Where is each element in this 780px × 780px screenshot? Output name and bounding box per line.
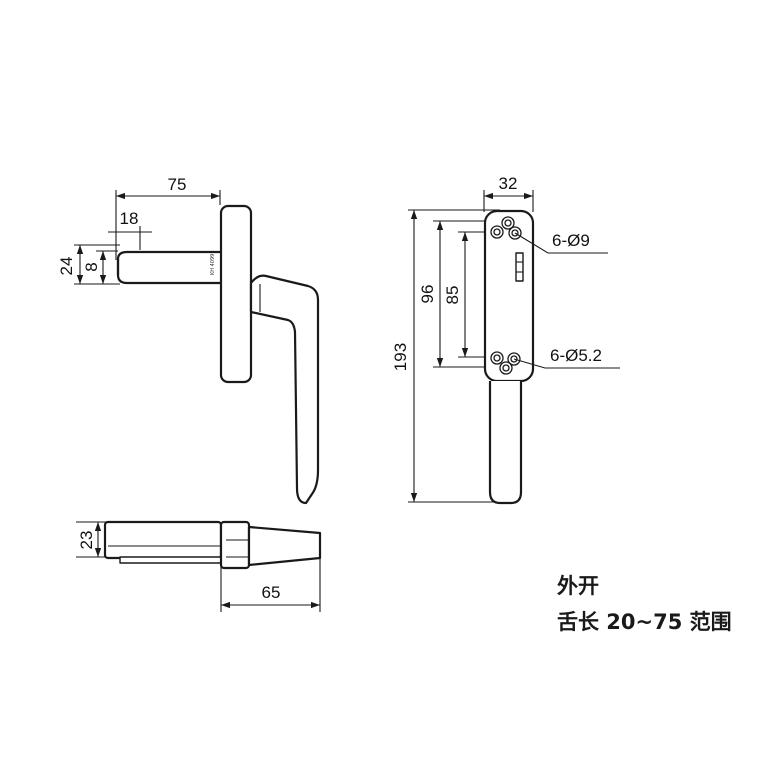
tongue-top (103, 520, 223, 560)
label-193: 193 (391, 343, 410, 371)
label-65: 65 (262, 583, 281, 602)
handle-top (247, 525, 322, 567)
base-plate (219, 204, 253, 384)
label-32: 32 (499, 174, 518, 193)
note-tongue-range: 舌长 20~75 范围 (557, 610, 732, 634)
note-opening-direction: 外开 (557, 574, 599, 598)
label-big-holes: 6-Ø9 (552, 231, 590, 250)
leader-big-holes (514, 232, 608, 254)
lever-handle (249, 274, 320, 505)
tongue (116, 250, 221, 285)
leader-small-holes (513, 358, 620, 369)
svg-text:KH 4099: KH 4099 (210, 254, 216, 275)
front-view: 32 193 96 85 6-Ø9 6-Ø5.2 (391, 174, 620, 505)
top-view: 23 65 (76, 520, 322, 612)
top-hole-cluster (490, 216, 522, 240)
label-24: 24 (57, 257, 76, 276)
label-96: 96 (418, 285, 437, 304)
side-view: KH 4099 75 18 24 8 (57, 175, 320, 505)
handle-grip (488, 381, 523, 505)
label-8: 8 (82, 262, 101, 271)
label-small-holes: 6-Ø5.2 (550, 346, 602, 365)
base-top (219, 520, 251, 570)
label-75: 75 (168, 175, 187, 194)
label-85: 85 (443, 286, 462, 305)
spindle-slot (515, 252, 524, 282)
label-18: 18 (120, 209, 139, 228)
label-23: 23 (77, 531, 96, 550)
